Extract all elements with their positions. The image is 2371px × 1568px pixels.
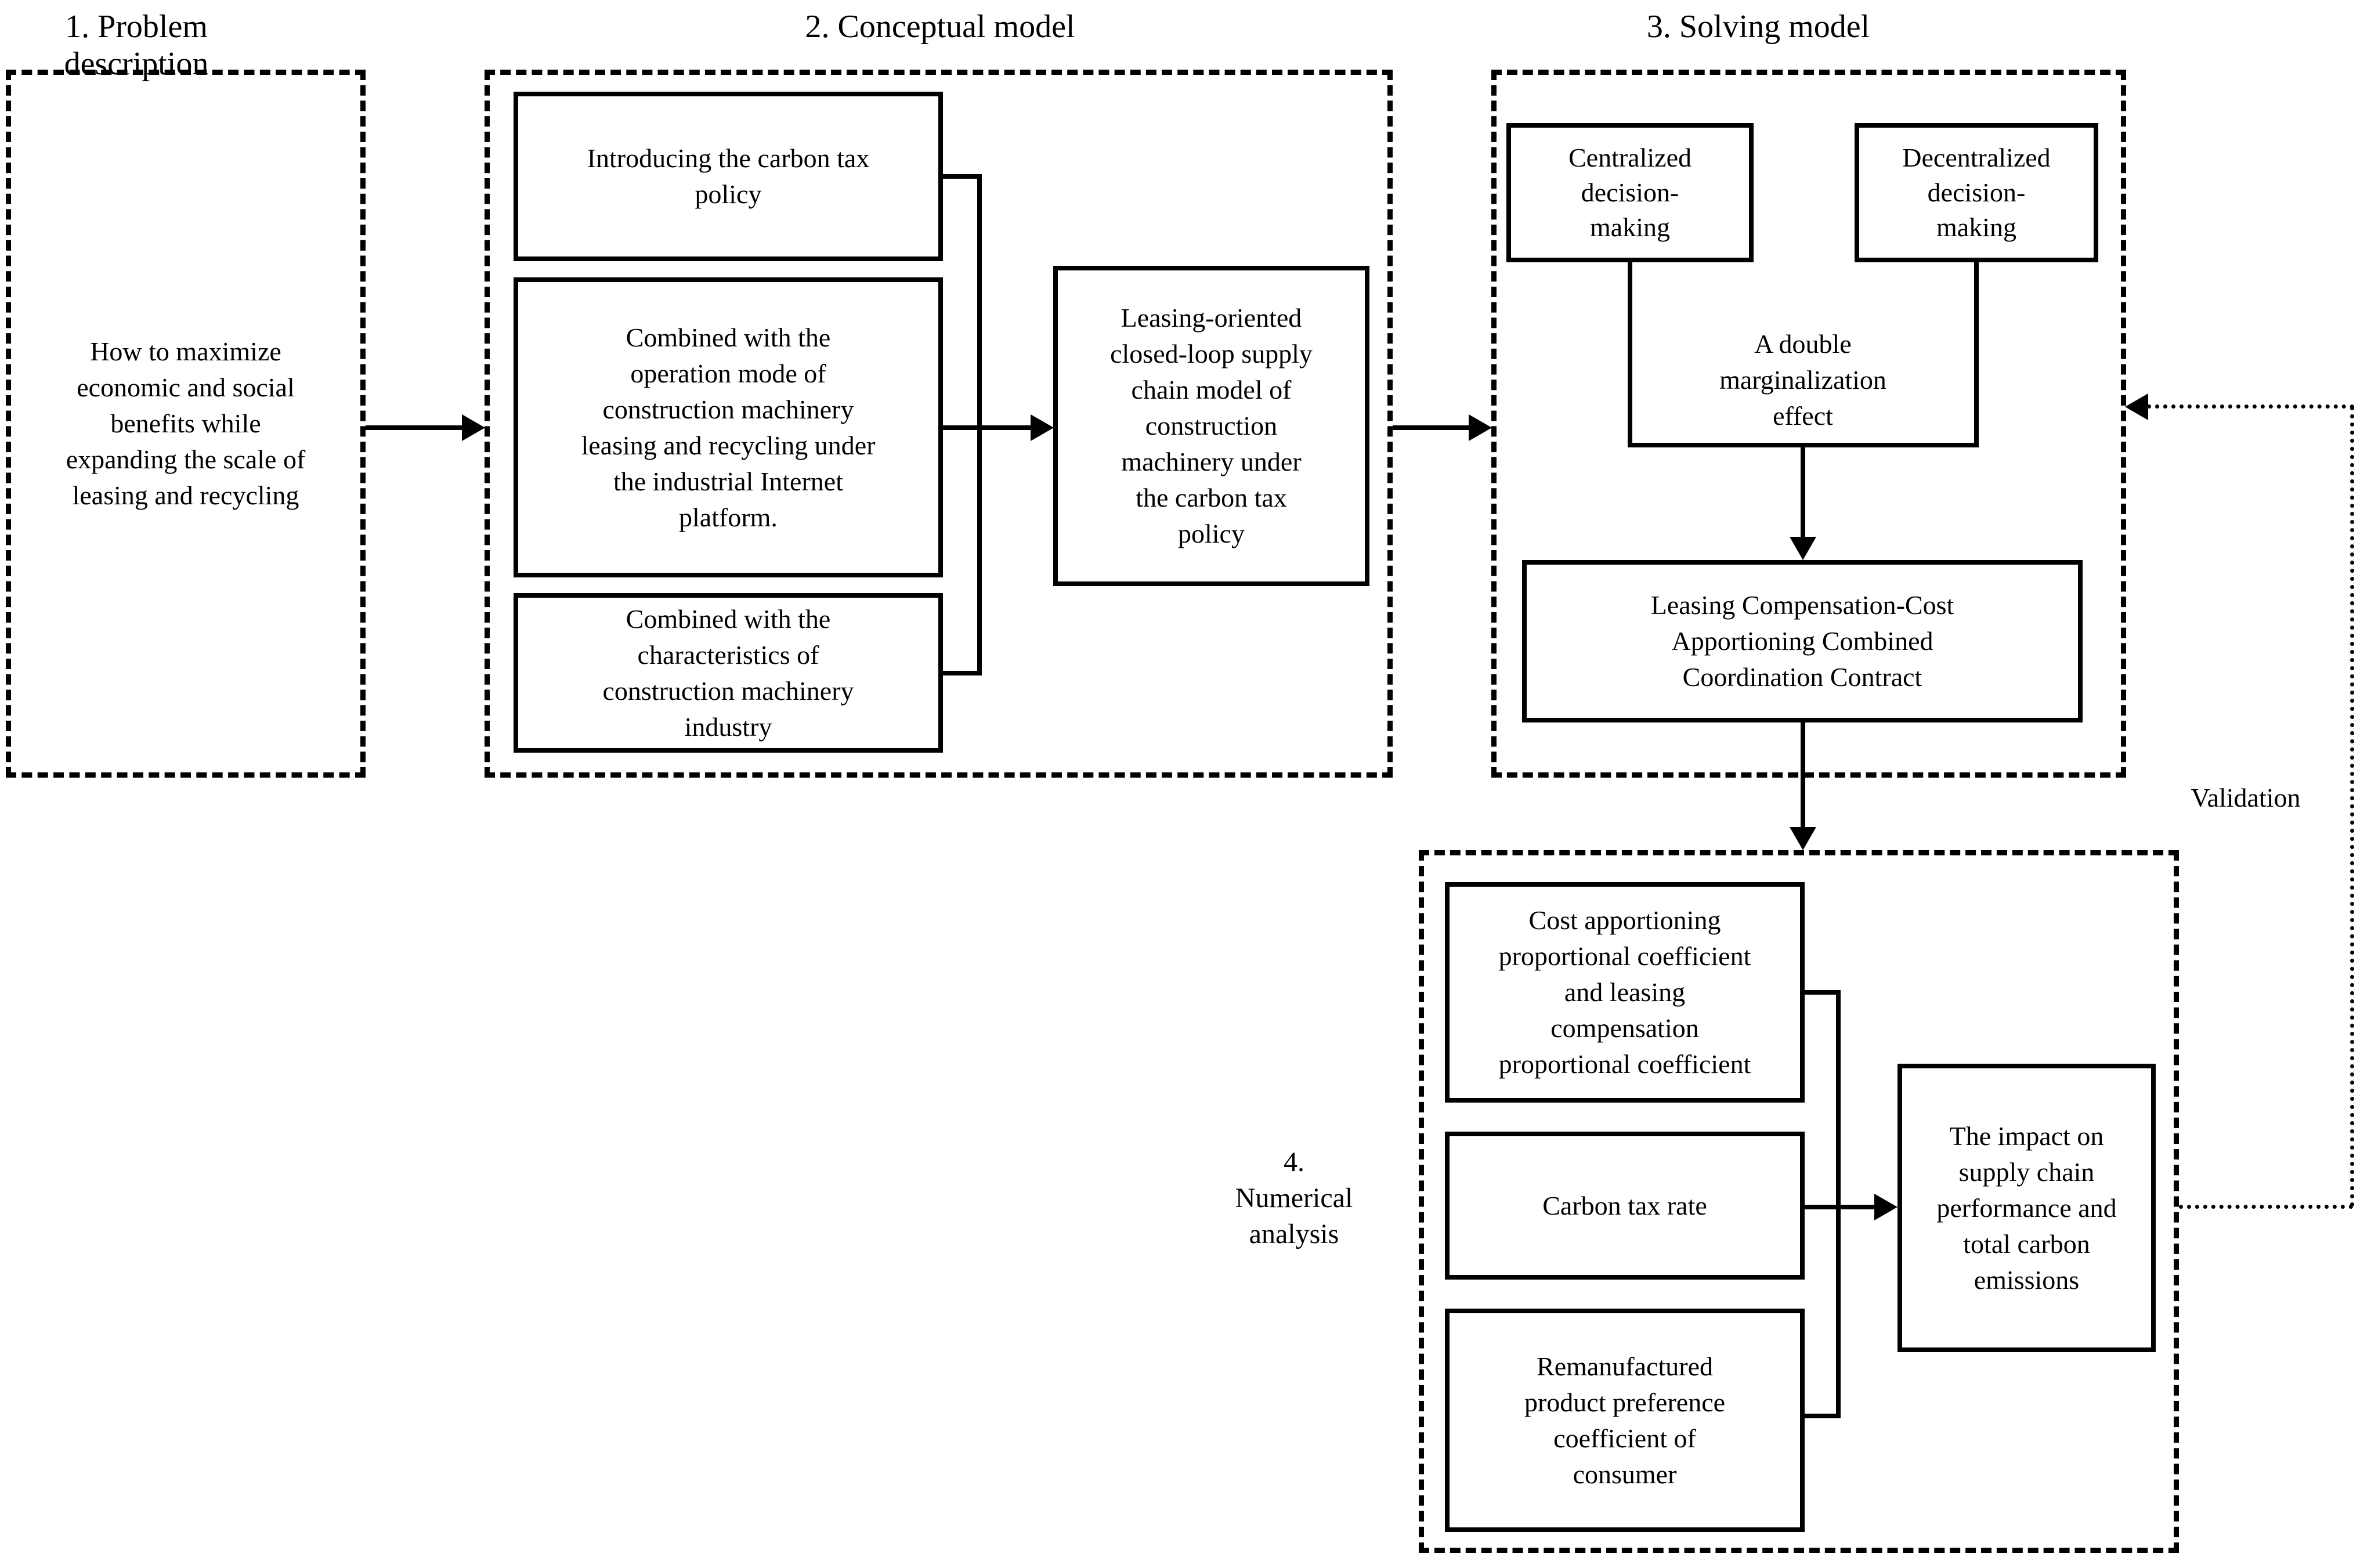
bracket2-vertical	[977, 174, 982, 675]
bracket2-stub-bottom	[943, 671, 982, 675]
arrow-s1-to-s2-head	[462, 414, 485, 441]
decentralized-drop-line	[1974, 262, 1979, 447]
box-carbon-tax-rate: Carbon tax rate	[1445, 1132, 1805, 1280]
box-coordination-contract: Leasing Compensation-Cost Apportioning C…	[1522, 560, 2083, 722]
arrow-s1-to-s2-line	[366, 425, 464, 430]
box-decentralized-decision: Decentralized decision- making	[1855, 123, 2098, 262]
box-industry-characteristics: Combined with the characteristics of con…	[514, 593, 943, 753]
section3-solving-model-container	[1491, 70, 2126, 778]
validation-dotted-vertical	[2350, 406, 2354, 1207]
bracket2-stub-mid	[943, 425, 982, 430]
validation-dotted-top	[2147, 404, 2354, 409]
arrow-s2-to-s3-head	[1469, 414, 1492, 441]
box-impact: The impact on supply chain performance a…	[1897, 1064, 2156, 1352]
arrow-to-model-line	[981, 425, 1033, 430]
section2-title: 2. Conceptual model	[805, 9, 1075, 45]
bracket4-stub-bottom	[1805, 1414, 1841, 1418]
centralized-drop-line	[1628, 262, 1632, 447]
label-double-marginalization: A double marginalization effect	[1719, 329, 1886, 431]
box-centralized-decision: Centralized decision- making	[1506, 123, 1754, 262]
arrow-to-impact-line	[1805, 1205, 1877, 1209]
box-apportioning-coefficients: Cost apportioning proportional coefficie…	[1445, 882, 1805, 1103]
bracket4-stub-top	[1805, 990, 1841, 995]
label-validation: Validation	[2191, 783, 2301, 812]
arrow-to-impact-head	[1874, 1194, 1897, 1220]
section3-title: 3. Solving model	[1646, 9, 1870, 45]
box-carbon-tax-policy: Introducing the carbon tax policy	[514, 92, 943, 261]
bracket4-vertical	[1836, 990, 1841, 1418]
arrow-to-contract-head	[1790, 537, 1816, 560]
box-remanufactured-preference: Remanufactured product preference coeffi…	[1445, 1309, 1805, 1532]
arrow-to-contract-line	[1801, 445, 1805, 539]
arrow-s3-to-s4-line	[1801, 722, 1805, 829]
arrow-s2-to-s3-line	[1393, 425, 1470, 430]
arrow-s3-to-s4-head	[1790, 827, 1816, 850]
section1-problem-description-container	[6, 70, 366, 778]
problem-statement-text: How to maximize economic and social bene…	[66, 337, 306, 510]
validation-arrow-head	[2125, 393, 2148, 420]
section4-numerical-analysis-container	[1419, 850, 2179, 1553]
validation-dotted-bottom	[2179, 1205, 2353, 1209]
arrow-to-model-head	[1031, 414, 1054, 441]
box-operation-mode: Combined with the operation mode of cons…	[514, 277, 943, 577]
section1-title: 1. Problem description	[64, 9, 209, 82]
section4-title: 4. Numerical analysis	[1235, 1147, 1353, 1249]
section2-conceptual-model-container	[485, 70, 1393, 778]
bracket2-stub-top	[943, 174, 982, 179]
box-closed-loop-model: Leasing-oriented closed-loop supply chai…	[1053, 266, 1369, 586]
